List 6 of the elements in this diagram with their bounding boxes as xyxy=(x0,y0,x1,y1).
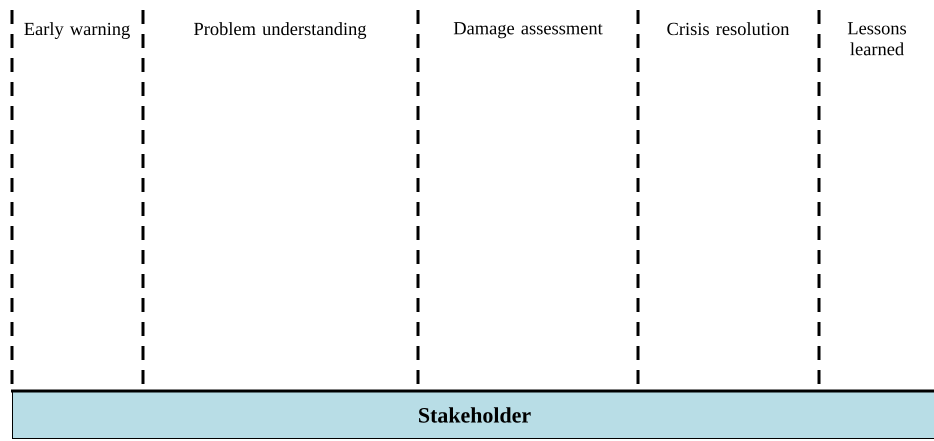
stakeholder-bar: Stakeholder xyxy=(12,391,934,439)
column-heading: Damage assessment xyxy=(454,22,603,38)
column-heading: Problem understanding xyxy=(194,22,366,39)
column-heading: Early warning xyxy=(24,22,130,39)
column-heading: Crisis resolution xyxy=(667,22,790,36)
column-heading: Lessons learned xyxy=(848,22,906,56)
